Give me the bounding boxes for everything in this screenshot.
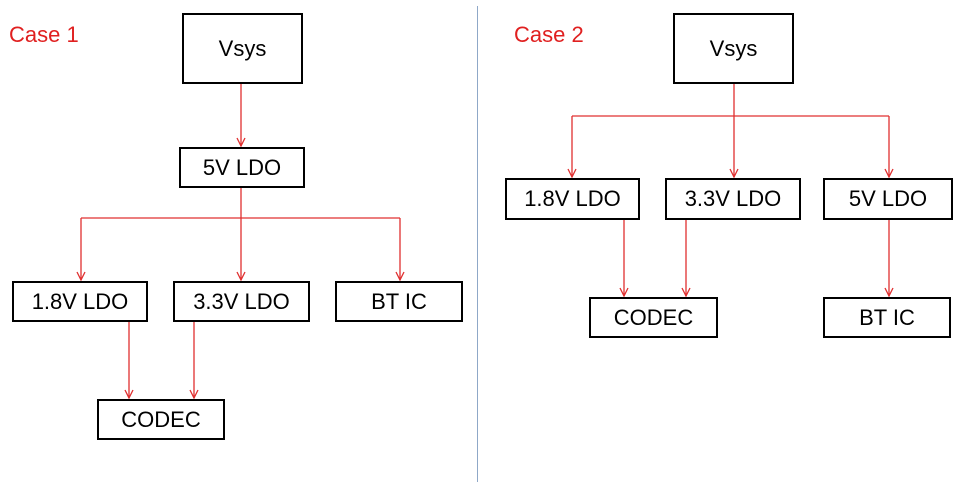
case2-5v-ldo-box: 5V LDO (823, 178, 953, 220)
case2-vsys-text: Vsys (709, 35, 758, 61)
case1-3-3v-ldo-text: 3.3V LDO (193, 288, 290, 314)
case2-1-8v-ldo-box: 1.8V LDO (505, 178, 640, 220)
case1-bt-ic-box: BT IC (335, 281, 463, 322)
case2-bt-ic-text: BT IC (859, 304, 915, 330)
case1-label: Case 1 (9, 22, 79, 47)
case1-vsys-text: Vsys (218, 35, 267, 61)
case2-codec-box: CODEC (589, 297, 718, 338)
case2-label: Case 2 (514, 22, 584, 47)
case2-codec-text: CODEC (613, 304, 694, 330)
case-divider (477, 6, 478, 482)
case2-1-8v-ldo-text: 1.8V LDO (524, 186, 621, 211)
case1-5v-ldo-box: 5V LDO (179, 147, 305, 188)
case1-5v-ldo-text: 5V LDO (202, 154, 282, 180)
case1-codec-text: CODEC (121, 406, 201, 432)
case1-1-8v-ldo-text: 1.8V LDO (31, 288, 129, 314)
case1-codec-box: CODEC (97, 399, 225, 440)
case2-vsys-box: Vsys (673, 13, 794, 84)
case2-5v-ldo-text: 5V LDO (848, 186, 928, 211)
case1-vsys-box: Vsys (182, 13, 303, 84)
case2-3-3v-ldo-box: 3.3V LDO (665, 178, 801, 220)
case1-1-8v-ldo-box: 1.8V LDO (12, 281, 148, 322)
case1-3-3v-ldo-box: 3.3V LDO (173, 281, 310, 322)
case1-bt-ic-text: BT IC (371, 288, 427, 314)
case2-bt-ic-box: BT IC (823, 297, 951, 338)
case2-3-3v-ldo-text: 3.3V LDO (684, 186, 782, 211)
